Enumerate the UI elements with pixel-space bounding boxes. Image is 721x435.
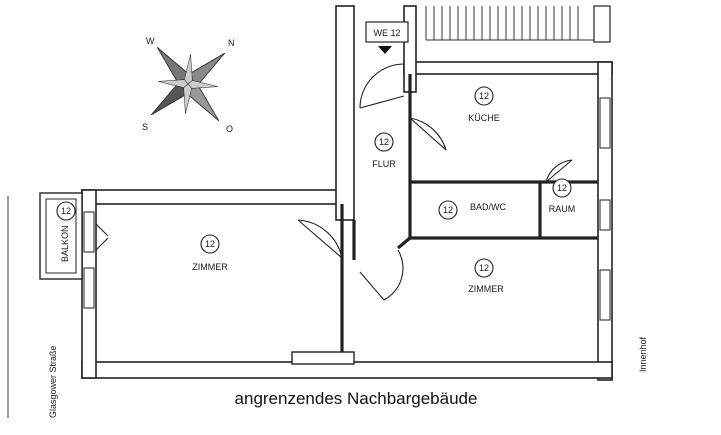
bath-number: 12 bbox=[443, 205, 453, 215]
kitchen-label: KÜCHE bbox=[468, 113, 500, 123]
room-right-number: 12 bbox=[479, 263, 489, 273]
compass-rose: W N S O bbox=[142, 36, 235, 134]
compass-s: S bbox=[142, 122, 148, 132]
street-label: Glasgower Straße bbox=[48, 345, 58, 418]
balcony-label: BALKON bbox=[60, 225, 70, 262]
compass-n: N bbox=[228, 38, 235, 48]
room-left-label: ZIMMER bbox=[192, 262, 228, 272]
courtyard-label: Innenhof bbox=[638, 336, 648, 372]
compass-w: W bbox=[146, 36, 155, 46]
room-markers: 12 12 12 12 12 12 12 bbox=[56, 86, 572, 278]
balcony-number: 12 bbox=[61, 206, 71, 216]
unit-label-text: WE 12 bbox=[373, 28, 400, 38]
unit-label: WE 12 bbox=[365, 21, 409, 54]
stairwell bbox=[425, 5, 611, 43]
room-right-label: ZIMMER bbox=[468, 284, 504, 294]
room-left-number: 12 bbox=[205, 239, 215, 249]
bath-label: BAD/WC bbox=[470, 202, 507, 212]
interior-walls bbox=[340, 74, 598, 362]
exterior-walls bbox=[81, 5, 613, 381]
hall-label: FLUR bbox=[372, 159, 396, 169]
doors bbox=[95, 63, 573, 301]
windows bbox=[83, 97, 611, 321]
neighbor-building-label: angrenzendes Nachbargebäude bbox=[235, 389, 478, 408]
compass-o: O bbox=[226, 124, 233, 134]
hall-number: 12 bbox=[379, 137, 389, 147]
storage-label: RAUM bbox=[549, 204, 576, 214]
wall-notch bbox=[291, 351, 355, 365]
room-labels: KÜCHE FLUR BAD/WC RAUM ZIMMER ZIMMER BAL… bbox=[60, 113, 575, 294]
storage-number: 12 bbox=[557, 183, 567, 193]
kitchen-number: 12 bbox=[479, 91, 489, 101]
